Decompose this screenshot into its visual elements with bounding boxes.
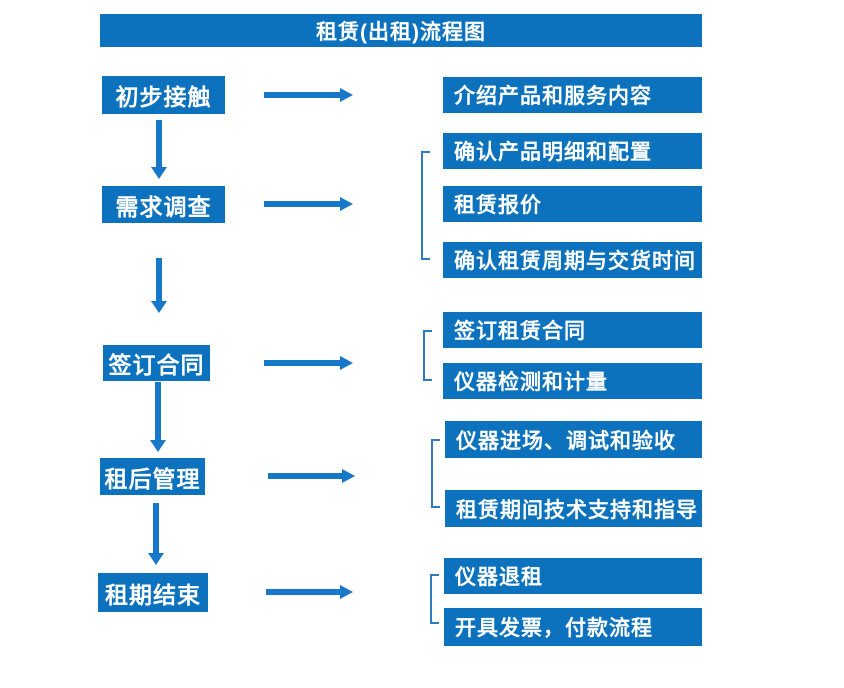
down-arrow-shaft bbox=[153, 503, 159, 553]
down-arrow-head-icon bbox=[150, 440, 166, 452]
right-arrow-shaft bbox=[264, 201, 340, 207]
right-arrow-head-icon bbox=[340, 88, 353, 102]
output-box-instrument-return: 仪器退租 bbox=[444, 558, 702, 594]
stage-box-initial-contact: 初步接触 bbox=[102, 76, 225, 114]
down-arrow-shaft bbox=[155, 382, 161, 440]
down-arrow-shaft bbox=[156, 120, 162, 167]
output-box-sign-rental-contract: 签订租赁合同 bbox=[443, 312, 702, 348]
right-arrow-shaft bbox=[268, 473, 342, 479]
right-arrow-shaft bbox=[264, 92, 340, 98]
group-bracket bbox=[430, 574, 439, 624]
stage-box-rental-end: 租期结束 bbox=[98, 573, 208, 612]
output-box-instrument-arrival: 仪器进场、调试和验收 bbox=[445, 421, 702, 458]
right-arrow-head-icon bbox=[342, 469, 355, 483]
output-box-introduce-products: 介绍产品和服务内容 bbox=[443, 77, 702, 113]
output-box-technical-support: 租赁期间技术支持和指导 bbox=[445, 490, 702, 527]
right-arrow-shaft bbox=[266, 589, 340, 595]
right-arrow-head-icon bbox=[340, 197, 353, 211]
down-arrow-head-icon bbox=[148, 553, 164, 565]
right-arrow-shaft bbox=[264, 360, 340, 366]
right-arrow-head-icon bbox=[340, 356, 353, 370]
group-bracket bbox=[421, 151, 430, 260]
stage-box-post-rental-management: 租后管理 bbox=[100, 458, 205, 495]
right-arrow-head-icon bbox=[340, 585, 353, 599]
group-bracket bbox=[423, 330, 432, 381]
flowchart-title: 租赁(出租)流程图 bbox=[100, 14, 702, 47]
output-box-invoice-payment: 开具发票，付款流程 bbox=[444, 608, 702, 646]
stage-box-demand-survey: 需求调查 bbox=[102, 186, 225, 223]
down-arrow-head-icon bbox=[151, 167, 167, 179]
down-arrow-shaft bbox=[156, 258, 162, 301]
output-box-instrument-testing: 仪器检测和计量 bbox=[443, 363, 702, 399]
output-box-confirm-product-details: 确认产品明细和配置 bbox=[443, 133, 702, 169]
output-box-rental-quotation: 租赁报价 bbox=[443, 186, 702, 222]
stage-box-sign-contract: 签订合同 bbox=[103, 345, 210, 381]
output-box-confirm-rental-period: 确认租赁周期与交货时间 bbox=[443, 242, 702, 278]
group-bracket bbox=[431, 439, 440, 508]
down-arrow-head-icon bbox=[151, 301, 167, 313]
